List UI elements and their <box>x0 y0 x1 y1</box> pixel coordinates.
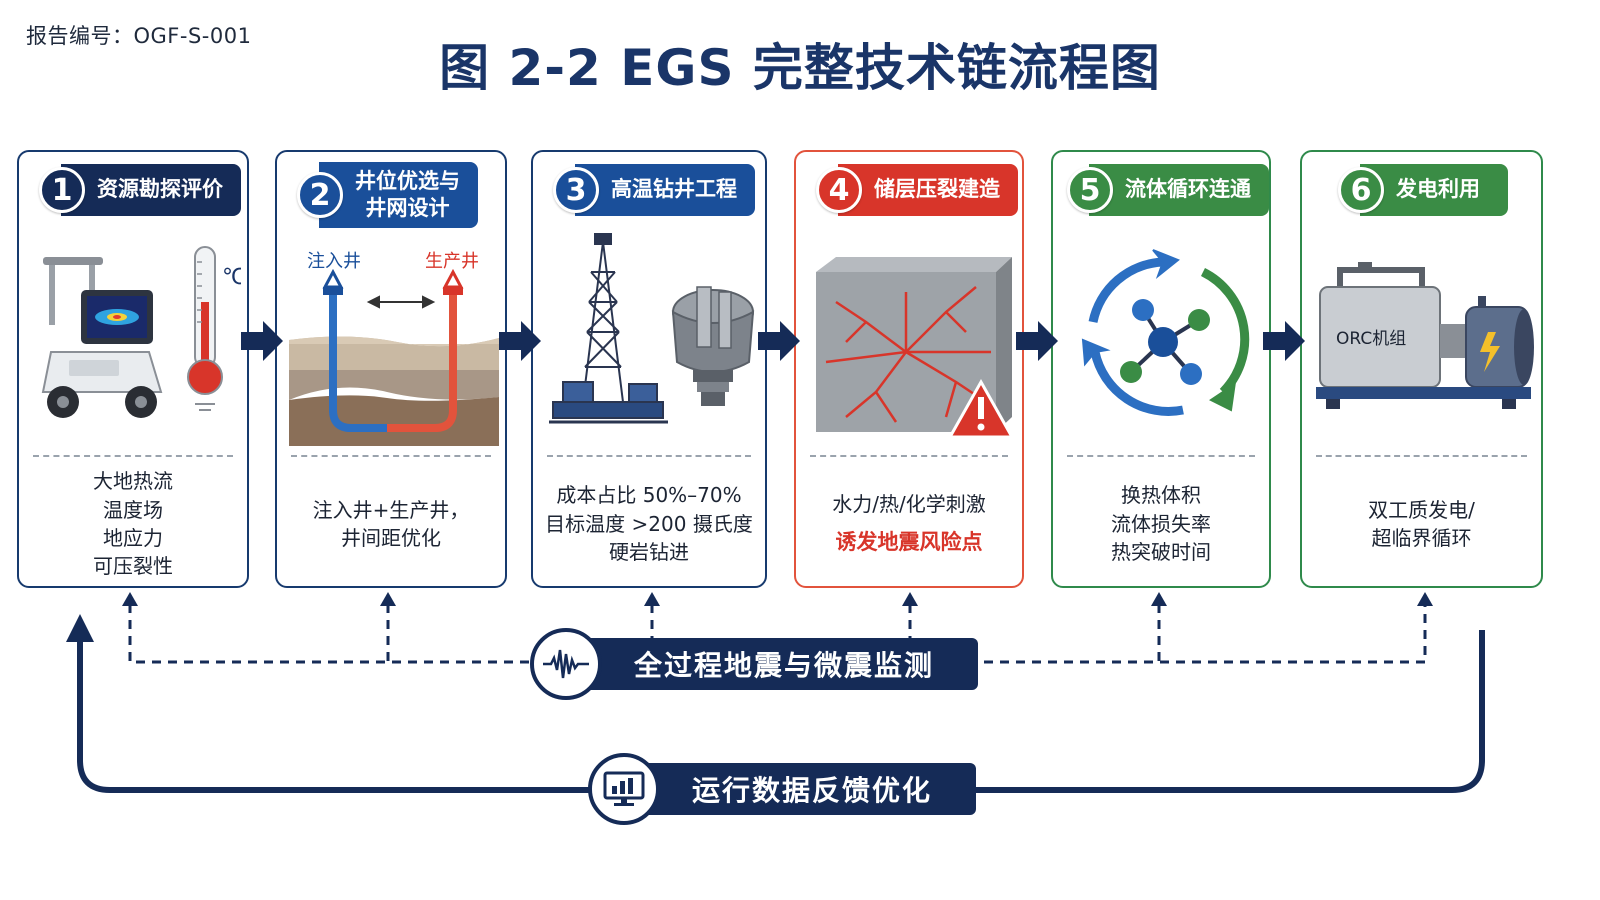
flow-arrow-icon <box>241 321 283 361</box>
step-card-2: 2 井位优选与 井网设计 注入井 生产井 <box>275 150 507 588</box>
step-card-4: 4 储层压裂建造 水力/ <box>794 150 1024 588</box>
step-illustration-2: 注入井 生产井 <box>287 232 499 447</box>
step-desc-5: 换热体积 流体损失率 热突破时间 <box>1061 466 1261 582</box>
orc-unit-icon: ORC机组 <box>1319 262 1441 388</box>
step-card-6: 6 发电利用 ORC机组 双工质发电/ 超临界循环 <box>1300 150 1543 588</box>
molecule-icon <box>1120 299 1210 385</box>
desc-line: 温度场 <box>103 497 163 522</box>
desc-line: 热突破时间 <box>1111 540 1211 565</box>
step-desc-2: 注入井+生产井， 井间距优化 <box>285 466 497 582</box>
step-number-4: 4 <box>816 167 862 213</box>
step-number-2: 2 <box>297 172 343 218</box>
card-divider <box>1316 455 1527 457</box>
step-number-6: 6 <box>1338 167 1384 213</box>
step-header-2: 2 井位优选与 井网设计 <box>297 162 478 228</box>
card-divider <box>291 455 491 457</box>
production-well-label: 生产井 <box>425 251 479 272</box>
desc-line: 双工质发电/ <box>1368 497 1475 522</box>
orc-label: ORC机组 <box>1336 329 1406 349</box>
drill-bit-icon <box>671 286 755 406</box>
report-code: 报告编号：OGF-S-001 <box>26 24 252 48</box>
injection-well-icon <box>322 268 344 295</box>
card-divider <box>547 455 751 457</box>
step-desc-1: 大地热流 温度场 地应力 可压裂性 <box>27 466 239 582</box>
seismic-risk-warning: 诱发地震风险点 <box>835 530 983 555</box>
step-number-1: 1 <box>39 167 85 213</box>
double-arrow-icon <box>366 295 436 309</box>
step-number-5: 5 <box>1067 167 1113 213</box>
feedback-label: 运行数据反馈优化 <box>646 763 977 815</box>
step-desc-3: 成本占比 50%–70% 目标温度 >200 摄氏度 硬岩钻进 <box>541 466 757 582</box>
step-card-5: 5 流体循环连通 <box>1051 150 1271 588</box>
drilling-rig-icon <box>549 233 668 424</box>
flow-arrow-icon <box>758 321 800 361</box>
feedback-arrowhead <box>66 614 94 642</box>
step-header-5: 5 流体循环连通 <box>1067 164 1269 216</box>
step-header-4: 4 储层压裂建造 <box>816 164 1018 216</box>
step-title-4: 储层压裂建造 <box>838 164 1018 216</box>
desc-line: 成本占比 50%–70% <box>556 483 742 508</box>
desc-line: 大地热流 <box>93 469 173 494</box>
production-well-icon <box>442 268 464 295</box>
step-header-6: 6 发电利用 <box>1338 164 1508 216</box>
injection-well-label: 注入井 <box>307 251 361 272</box>
desc-line: 超临界循环 <box>1371 526 1472 550</box>
desc-line: 硬岩钻进 <box>609 540 689 565</box>
desc-line: 水力/热/化学刺激 <box>832 491 986 516</box>
step-title-line: 井位优选与 <box>355 168 460 193</box>
card-divider <box>810 455 1008 457</box>
fractured-rock-icon <box>816 257 1012 432</box>
strata-layers <box>289 336 499 446</box>
step-title-6: 发电利用 <box>1360 164 1508 216</box>
step-title-5: 流体循环连通 <box>1089 164 1269 216</box>
desc-line: 注入井+生产井， <box>312 497 470 522</box>
step-desc-4: 水力/热/化学刺激 诱发地震风险点 <box>804 466 1014 582</box>
step-card-3: 3 高温钻井工程 <box>531 150 767 588</box>
feedback-band: 运行数据反馈优化 <box>588 753 977 825</box>
step-title-2: 井位优选与 井网设计 <box>319 162 478 228</box>
card-divider <box>1067 455 1255 457</box>
monitoring-arrowheads <box>122 592 1433 606</box>
flow-arrow-icon <box>499 321 541 361</box>
step-title-line: 井网设计 <box>365 196 450 220</box>
desc-line: 井间距优化 <box>341 526 441 550</box>
step-header-1: 1 资源勘探评价 <box>39 164 241 216</box>
thermometer-icon: ℃ <box>187 246 247 411</box>
desc-line: 流体损失率 <box>1111 511 1211 536</box>
step-title-3: 高温钻井工程 <box>575 164 755 216</box>
monitoring-band: 全过程地震与微震监测 <box>530 628 979 700</box>
step-illustration-6: ORC机组 <box>1312 232 1534 447</box>
step-illustration-3 <box>543 232 755 447</box>
flow-arrow-icon <box>1016 321 1058 361</box>
step-desc-6: 双工质发电/ 超临界循环 <box>1310 466 1533 582</box>
page-title: 图 2-2 EGS 完整技术链流程图 <box>439 39 1161 97</box>
flow-arrow-icon <box>1263 321 1305 361</box>
step-illustration-5 <box>1063 232 1259 447</box>
step-card-1: 1 资源勘探评价 <box>17 150 249 588</box>
generator-icon <box>1440 296 1534 388</box>
desc-line: 目标温度 >200 摄氏度 <box>545 511 753 536</box>
survey-cart-icon <box>41 257 163 418</box>
circulation-cycle-icon <box>1081 249 1250 416</box>
card-divider <box>33 455 233 457</box>
desc-line: 可压裂性 <box>93 554 173 579</box>
step-header-3: 3 高温钻井工程 <box>553 164 755 216</box>
step-number-3: 3 <box>553 167 599 213</box>
desc-line: 换热体积 <box>1121 483 1201 508</box>
step-title-1: 资源勘探评价 <box>61 164 241 216</box>
warning-icon <box>947 378 1015 439</box>
monitoring-label: 全过程地震与微震监测 <box>588 638 979 690</box>
monitor-chart-icon <box>588 753 660 825</box>
desc-line: 地应力 <box>103 526 163 550</box>
step-illustration-4 <box>806 232 1015 447</box>
seismograph-icon <box>530 628 602 700</box>
step-illustration-1: ℃ <box>29 232 247 447</box>
